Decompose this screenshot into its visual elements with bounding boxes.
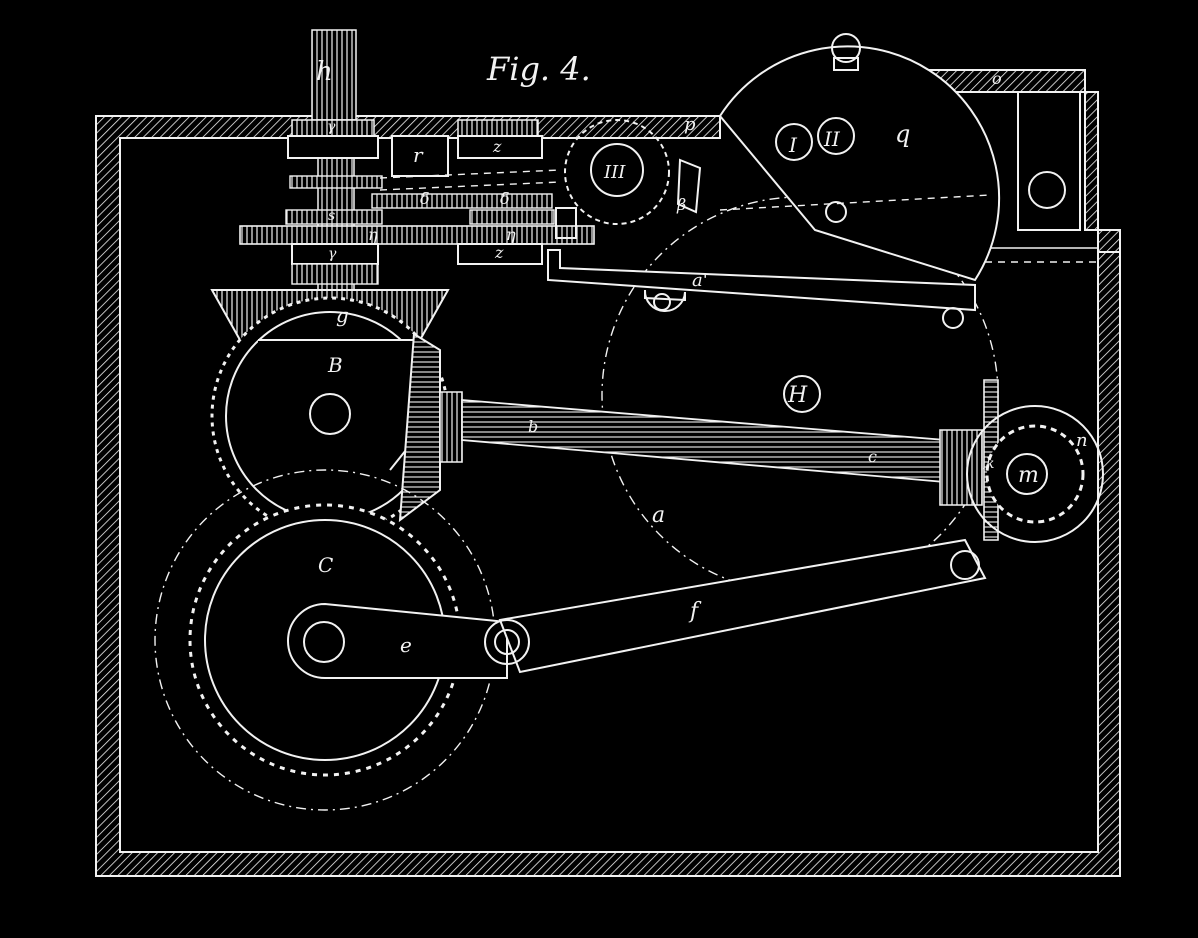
label-small-gear-2: δ — [500, 189, 510, 208]
label-bar-o: o — [992, 69, 1002, 88]
label-shaft-letter: s — [328, 208, 335, 224]
label-small-a: a — [652, 503, 665, 528]
label-dial-1: I — [788, 133, 798, 157]
label-lower-block-1: γ — [328, 246, 337, 262]
upper-right-bracket — [985, 92, 1098, 263]
label-gear-block-1: γ — [327, 119, 336, 135]
label-wheel-b: B — [327, 353, 343, 377]
gear-stack — [239, 119, 595, 285]
label-small-gear-1: δ — [420, 189, 430, 208]
label-disk-q: q — [895, 120, 910, 148]
label-small-gear-3: η — [368, 225, 378, 244]
label-axle-c: c — [868, 447, 877, 466]
label-gear-block-3: r — [413, 143, 424, 167]
label-lower-block-2: z — [494, 243, 504, 262]
main-shaft — [439, 379, 999, 541]
lever-a-prime — [547, 249, 976, 329]
label-pawl-beta: β — [676, 195, 686, 214]
label-wheel-n: n — [1076, 430, 1088, 451]
label-dial-3: III — [603, 162, 626, 183]
label-pulley-h: H — [787, 383, 808, 408]
label-small-gear-4: η — [506, 225, 516, 244]
side-bevel-gear — [398, 332, 441, 523]
label-shaft-top: h — [316, 57, 333, 87]
label-bevel-top: g — [336, 303, 349, 327]
label-axle-b: b — [528, 417, 538, 436]
label-crank-e: e — [400, 633, 412, 657]
dial-iii-wheel — [555, 119, 702, 239]
crank-arm — [287, 538, 987, 679]
label-dial-2: II — [823, 127, 841, 151]
label-wheel-c: C — [318, 553, 333, 577]
disk-q — [718, 33, 1001, 282]
label-pawl-p: p — [684, 114, 696, 135]
label-gear-block-2: z — [492, 137, 502, 156]
label-lever-a-prime: a' — [692, 270, 708, 291]
wheel-m — [966, 405, 1104, 543]
label-hinge-k: k — [986, 456, 994, 472]
label-wheel-m: m — [1018, 463, 1039, 488]
figure-title: Fig. 4. — [486, 50, 591, 88]
